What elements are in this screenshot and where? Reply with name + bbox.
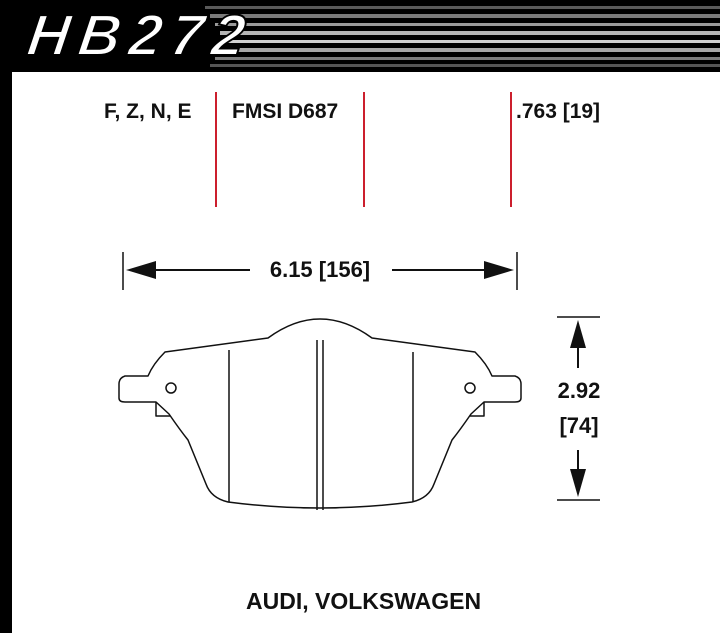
height-label-value: 2.92 [558,378,601,403]
arrow-right-icon [484,261,514,279]
header-banner: HB272 [0,0,720,72]
width-dimension [122,252,518,290]
brake-pad-outline [118,318,522,510]
arrow-left-icon [126,261,156,279]
fmsi-number: FMSI D687 [232,100,339,123]
vehicle-applications: AUDI, VOLKSWAGEN [246,588,482,614]
width-label: 6.15 [156] [270,257,370,282]
arrow-down-icon [570,469,586,497]
header-speed-stripes [0,0,720,72]
compound-codes: F, Z, N, E [104,100,192,123]
pad-thickness: .763 [19] [516,100,601,123]
arrow-up-icon [570,320,586,348]
height-label-metric: [74] [559,413,598,438]
height-dimension [557,316,600,501]
left-border [0,72,12,633]
mounting-hole-right [464,382,476,394]
mounting-hole-left [165,382,177,394]
